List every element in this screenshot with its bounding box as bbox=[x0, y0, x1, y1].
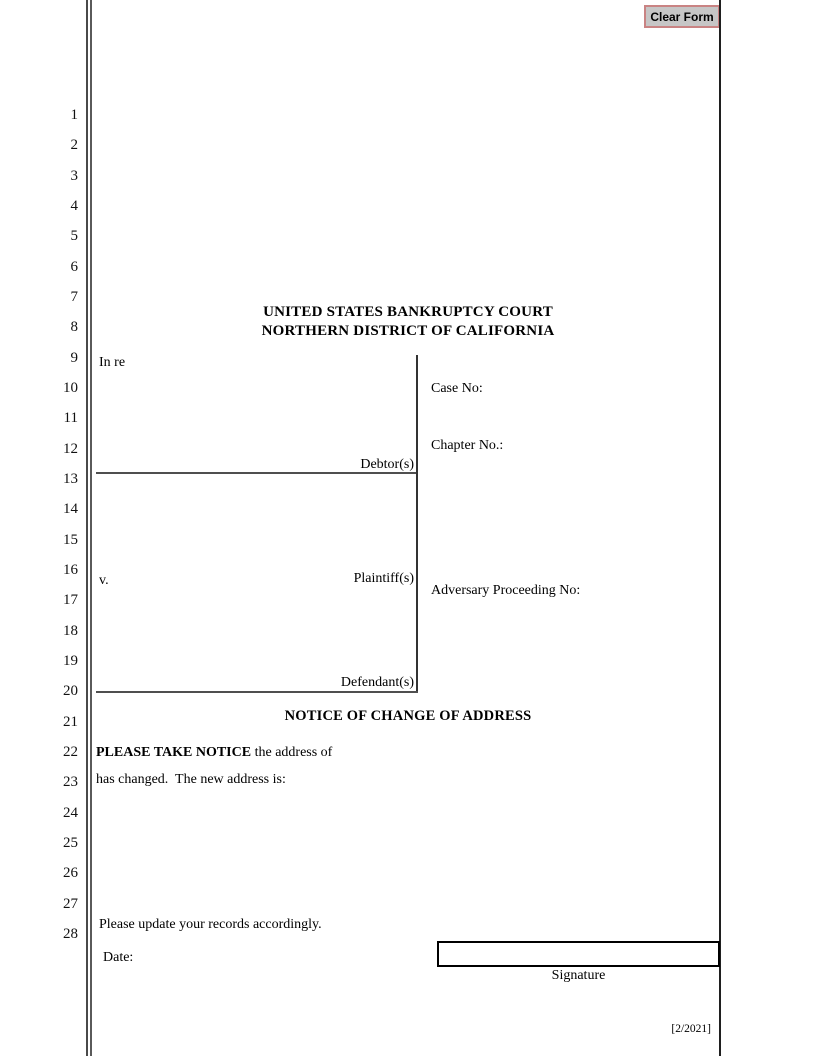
line-number: 14 bbox=[63, 501, 78, 518]
defendant-label: Defendant(s) bbox=[340, 675, 414, 690]
document-title: NOTICE OF CHANGE OF ADDRESS bbox=[284, 708, 532, 724]
line-number: 20 bbox=[63, 683, 78, 700]
line-number: 8 bbox=[70, 319, 79, 336]
line-number: 16 bbox=[63, 561, 78, 578]
court-name: UNITED STATES BANKRUPTCY COURT bbox=[263, 304, 553, 320]
line-number: 10 bbox=[63, 379, 78, 396]
defendant-underline bbox=[96, 691, 418, 693]
debtor-label: Debtor(s) bbox=[360, 457, 414, 472]
line-number: 25 bbox=[63, 834, 78, 851]
line-number: 11 bbox=[63, 410, 78, 427]
line-number: 6 bbox=[70, 258, 79, 275]
line-number: 27 bbox=[63, 895, 78, 912]
in-re-label: In re bbox=[99, 355, 126, 370]
line-number: 3 bbox=[70, 167, 79, 184]
line-number: 7 bbox=[70, 288, 79, 305]
line-number: 28 bbox=[63, 925, 78, 942]
clear-form-button[interactable]: Clear Form bbox=[644, 5, 720, 28]
adversary-proceeding-no-label: Adversary Proceeding No: bbox=[431, 583, 581, 598]
court-district: NORTHERN DISTRICT OF CALIFORNIA bbox=[261, 323, 555, 339]
notice-rest: the address of bbox=[251, 745, 333, 760]
line-number: 26 bbox=[63, 865, 78, 882]
case-no-label: Case No: bbox=[431, 381, 483, 396]
line-number: 4 bbox=[70, 197, 79, 214]
line-number: 15 bbox=[63, 531, 78, 548]
line-number: 24 bbox=[63, 804, 78, 821]
line-number: 19 bbox=[63, 652, 78, 669]
line-number: 13 bbox=[63, 470, 78, 487]
line-number: 12 bbox=[63, 440, 78, 457]
update-records-sentence: Please update your records accordingly. bbox=[99, 917, 322, 932]
pleading-left-rule-inner bbox=[90, 0, 92, 1056]
chapter-no-label: Chapter No.: bbox=[431, 438, 504, 453]
notice-emphasis: PLEASE TAKE NOTICE bbox=[96, 745, 252, 760]
line-number: 18 bbox=[63, 622, 78, 639]
line-number: 2 bbox=[70, 137, 79, 154]
line-number: 1 bbox=[70, 107, 79, 123]
line-number: 22 bbox=[63, 743, 78, 760]
line-number: 9 bbox=[70, 349, 79, 366]
pleading-left-rule-outer bbox=[86, 0, 88, 1056]
changed-sentence: has changed. The new address is: bbox=[96, 772, 286, 787]
debtor-underline bbox=[96, 472, 418, 474]
caption-divider-rule bbox=[416, 355, 418, 693]
line-number: 21 bbox=[63, 713, 78, 730]
plaintiff-label: Plaintiff(s) bbox=[353, 571, 414, 586]
line-number: 23 bbox=[63, 774, 78, 791]
form-revision-date: [2/2021] bbox=[671, 1023, 711, 1035]
line-number: 17 bbox=[63, 592, 78, 609]
notice-sentence: PLEASE TAKE NOTICE the address of bbox=[96, 744, 332, 761]
signature-field[interactable] bbox=[437, 941, 720, 967]
versus-label: v. bbox=[99, 573, 109, 588]
pleading-right-rule bbox=[719, 0, 721, 1056]
signature-label: Signature bbox=[551, 968, 606, 983]
court-header: UNITED STATES BANKRUPTCY COURT NORTHERN … bbox=[96, 303, 720, 341]
date-label: Date: bbox=[103, 950, 134, 965]
line-number: 5 bbox=[70, 228, 79, 245]
